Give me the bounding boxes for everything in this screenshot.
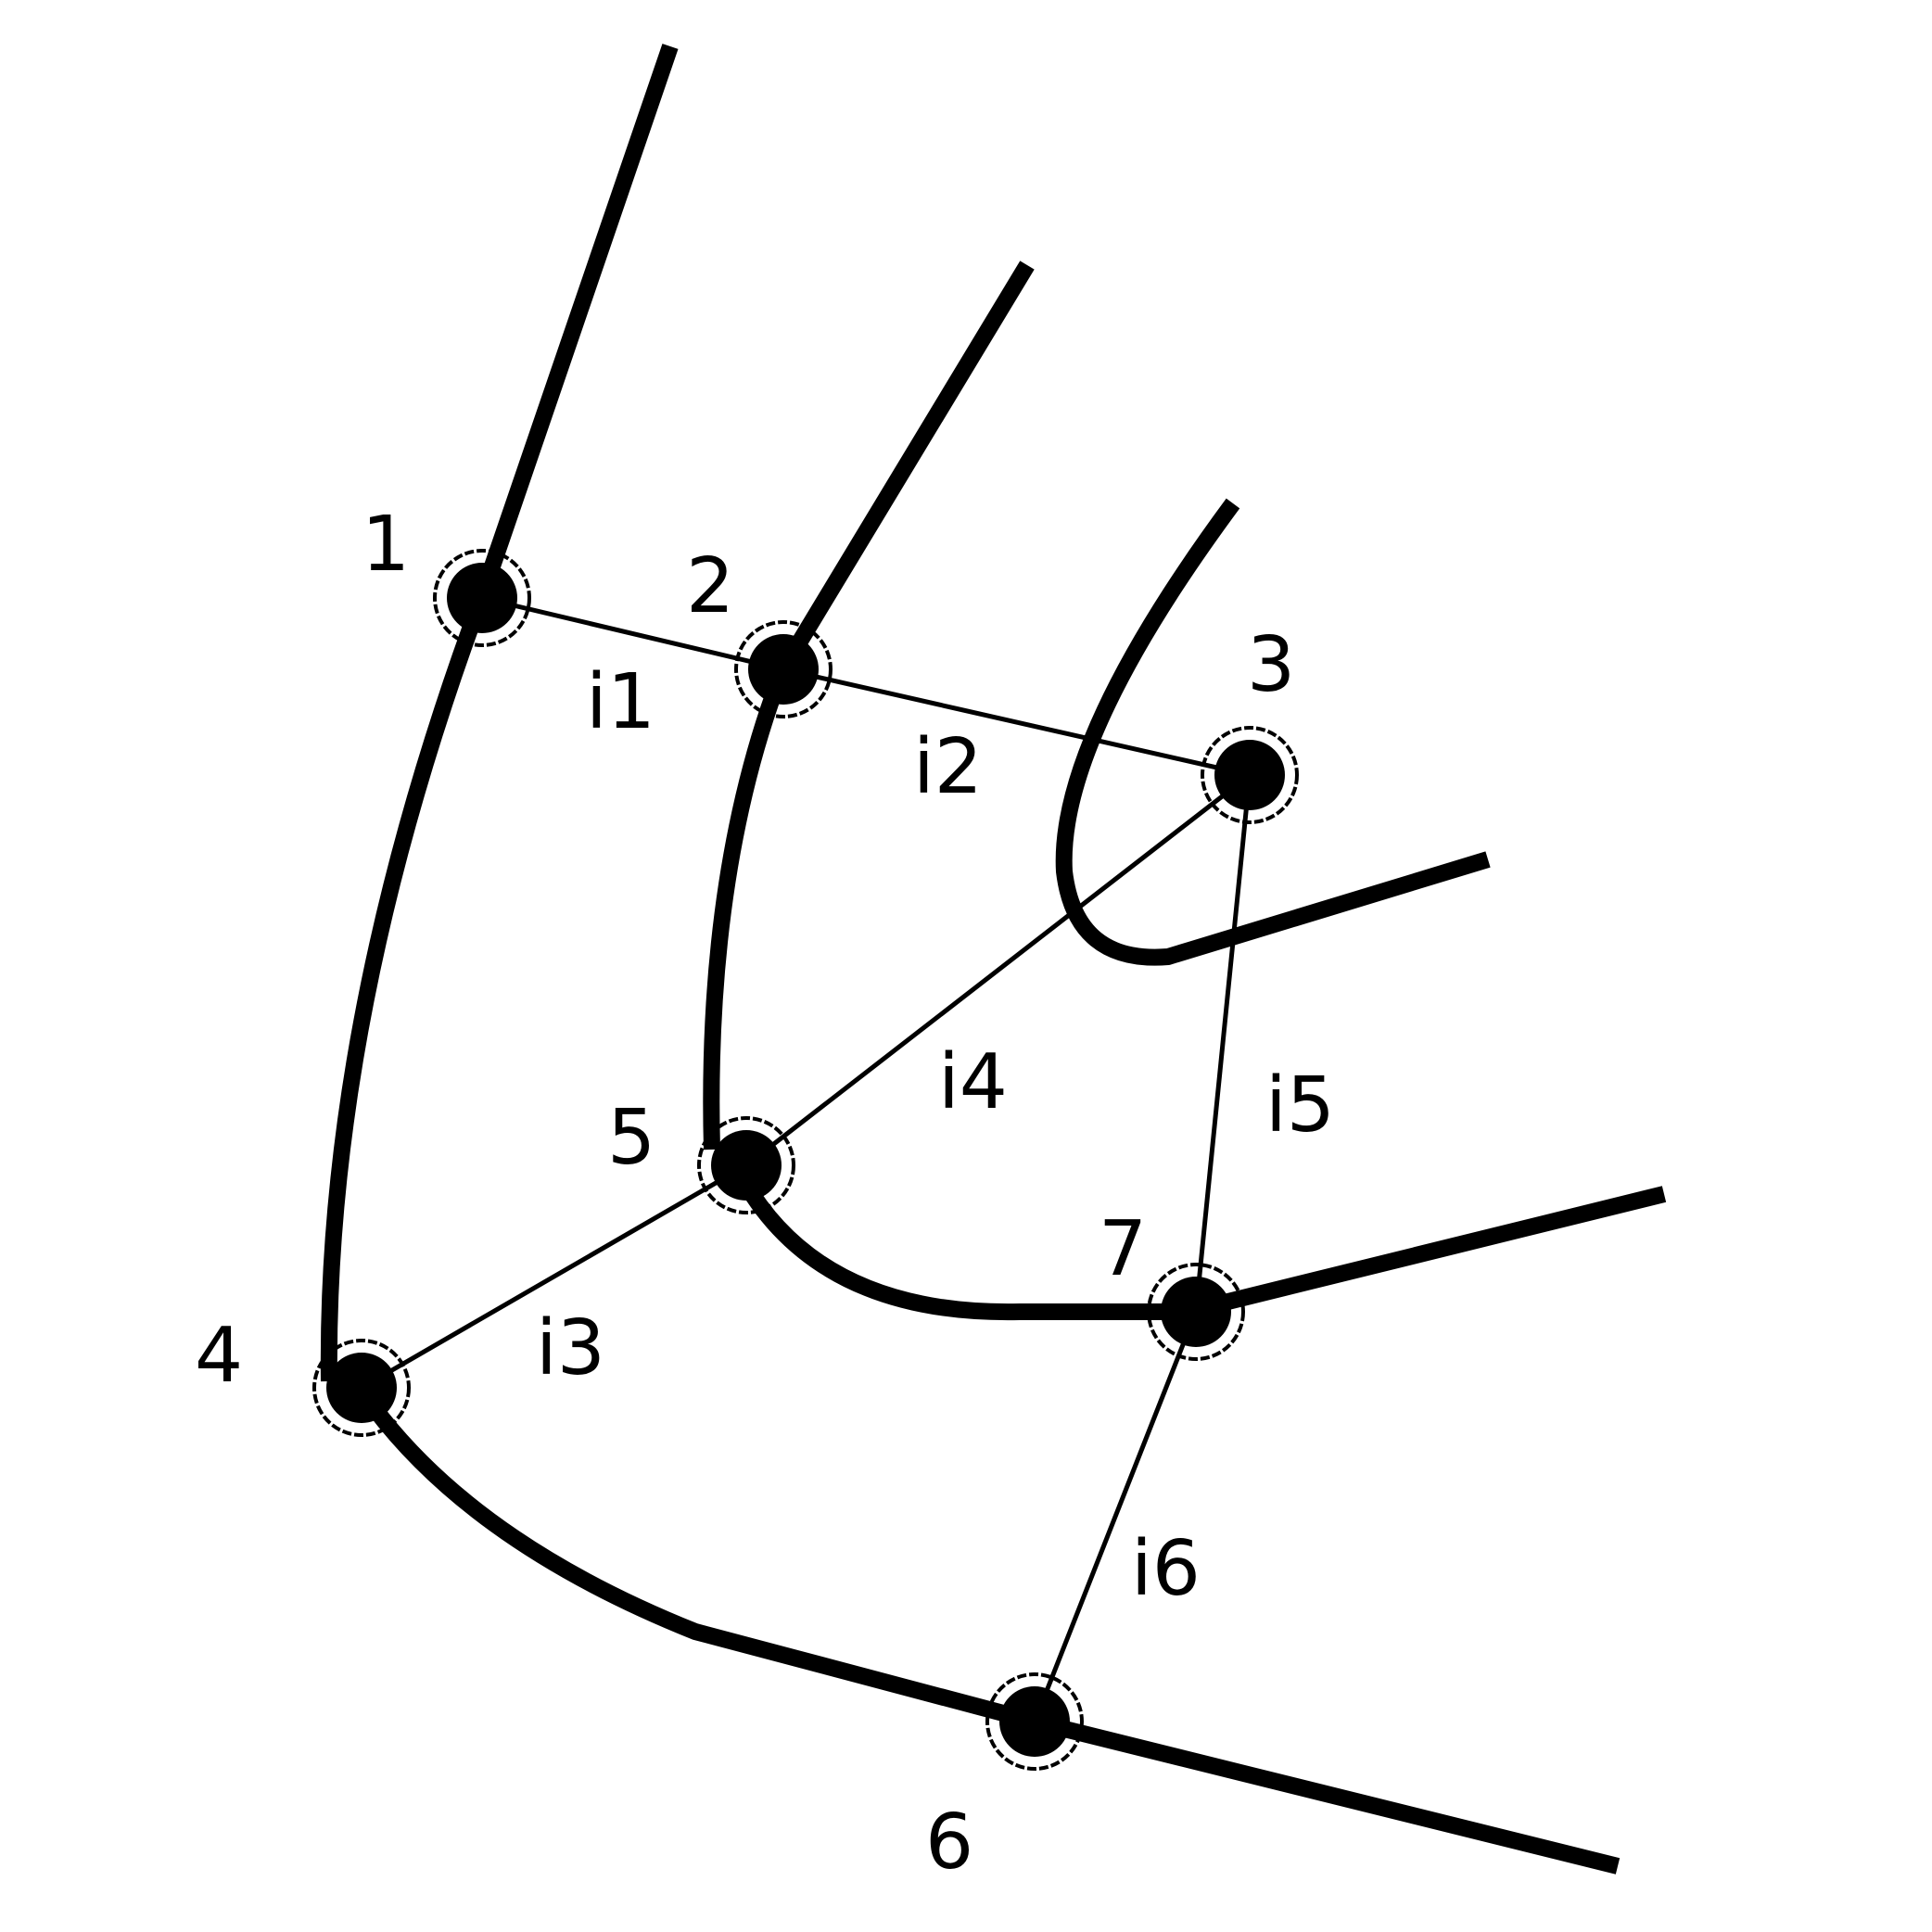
curve-ray-through-2	[703, 261, 1035, 1150]
node-7	[1147, 1263, 1245, 1361]
node-6-label: 6	[925, 1799, 973, 1887]
connector-i1-line	[481, 595, 784, 672]
connector-i6-label: i6	[1131, 1525, 1201, 1613]
connector-i3-label: i3	[536, 1304, 605, 1392]
node-7-dot	[1161, 1277, 1231, 1347]
node-3	[1201, 726, 1299, 824]
node-2-label: 2	[686, 542, 734, 630]
connector-i5-label: i5	[1265, 1061, 1335, 1150]
node-2-ring	[734, 620, 833, 718]
connector-i2-line	[782, 667, 1251, 778]
connector-i1-label: i1	[586, 658, 655, 746]
curve-arc-4-6	[354, 1385, 1621, 1875]
node-6	[985, 1672, 1084, 1771]
node-1-ring	[433, 549, 531, 647]
connector-labels: i1 i2 i3 i4 i5 i6	[536, 658, 1335, 1613]
node-1-dot	[447, 563, 517, 633]
node-3-dot	[1214, 740, 1285, 810]
node-2	[734, 620, 833, 718]
node-1-label: 1	[362, 501, 410, 589]
node-4-dot	[326, 1353, 397, 1423]
node-1	[433, 549, 531, 647]
curve-arc-5-7	[724, 1155, 1667, 1321]
thick-curves	[320, 44, 1667, 1875]
node-4	[312, 1339, 411, 1437]
connector-i6-line	[1032, 1311, 1199, 1722]
node-4-label: 4	[195, 1312, 243, 1400]
node-6-dot	[999, 1686, 1070, 1757]
connector-lines	[360, 595, 1252, 1722]
node-7-label: 7	[1099, 1205, 1147, 1293]
connector-i4-line	[744, 773, 1252, 1167]
node-5-label: 5	[607, 1094, 655, 1182]
node-3-label: 3	[1247, 621, 1295, 709]
connector-i4-label: i4	[938, 1038, 1008, 1126]
connector-i3-line	[360, 1163, 748, 1391]
node-5-dot	[711, 1130, 782, 1201]
node-5-ring	[697, 1116, 795, 1214]
node-3-ring	[1201, 726, 1299, 824]
connector-i5-line	[1193, 774, 1252, 1313]
node-4-ring	[312, 1339, 411, 1437]
node-labels: 1 2 3 4 5 6 7	[195, 501, 1295, 1887]
curve-inner-loop	[1055, 498, 1491, 966]
node-6-ring	[985, 1672, 1084, 1771]
node-7-ring	[1147, 1263, 1245, 1361]
connector-i2-label: i2	[913, 723, 983, 811]
curve-ray-through-1	[320, 44, 679, 1382]
node-5	[697, 1116, 795, 1214]
node-2-dot	[748, 634, 819, 705]
